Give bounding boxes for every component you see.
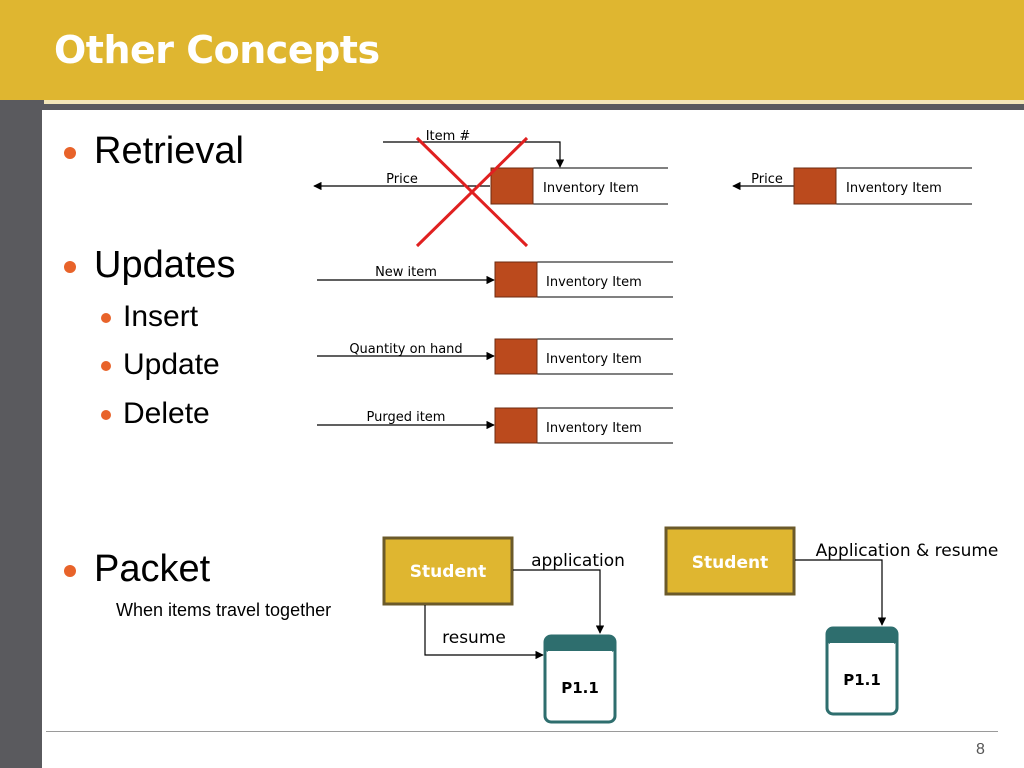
slide-header [0, 0, 1024, 100]
left-sidebar-bar [0, 108, 42, 768]
packet-combined-diagram: Student Application & resume P1.1 [664, 526, 999, 716]
store-id-box [494, 338, 538, 375]
resume-label: resume [442, 628, 506, 648]
new-item-label: New item [375, 265, 437, 280]
data-store-inventory: Inventory Item [494, 407, 673, 444]
item-number-flow [383, 141, 565, 168]
bullet-label: Update [123, 348, 220, 381]
data-store-inventory: Inventory Item [494, 338, 673, 375]
process-header [545, 636, 615, 652]
student-entity [664, 526, 796, 596]
price-label: Price [751, 172, 783, 187]
price-label: Price [386, 172, 418, 187]
process-header [827, 628, 897, 644]
footer-divider [46, 731, 998, 732]
application-resume-label: Application & resume [816, 541, 999, 561]
resume-flow [424, 605, 544, 660]
bullet-dot [64, 261, 76, 273]
update-diagram: Quantity on hand Inventory Item [317, 338, 673, 375]
store-label: Inventory Item [546, 275, 642, 290]
insert-diagram: New item Inventory Item [317, 261, 673, 298]
data-store-inventory: Inventory Item [490, 167, 668, 205]
application-resume-flow [795, 559, 887, 626]
page-number: 8 [976, 741, 985, 758]
item-number-label: Item # [426, 129, 471, 144]
process-box: P1.1 [543, 634, 617, 724]
student-entity [382, 536, 514, 606]
packet-separate-diagram: Student application resume P1.1 [382, 536, 625, 724]
packet-note: When items travel together [116, 600, 332, 620]
student-entity-label: Student [692, 553, 768, 573]
store-label: Inventory Item [846, 181, 942, 196]
delete-diagram: Purged item Inventory Item [317, 407, 673, 444]
purged-item-label: Purged item [367, 410, 446, 425]
bullet-label: Packet [94, 548, 211, 590]
bullet-label: Retrieval [94, 130, 244, 172]
store-id-box [494, 407, 538, 444]
student-entity-label: Student [410, 562, 486, 582]
bullet-dot [101, 410, 111, 420]
x-mark-icon [415, 136, 529, 248]
data-store-inventory: Inventory Item [494, 261, 673, 298]
process-box: P1.1 [825, 626, 899, 716]
store-id-box [494, 261, 538, 298]
retrieval-correct-diagram: Price Inventory Item [732, 167, 972, 205]
quantity-label: Quantity on hand [349, 342, 462, 357]
store-label: Inventory Item [543, 181, 639, 196]
bullet-dot [64, 147, 76, 159]
application-label: application [531, 551, 625, 571]
bullet-label: Delete [123, 397, 210, 430]
data-store-inventory: Inventory Item [793, 167, 972, 205]
retrieval-crossed-diagram: Item # Price Inventory Item [313, 129, 668, 248]
bullet-dot [101, 361, 111, 371]
bullet-dot [64, 565, 76, 577]
header-divider [0, 100, 1024, 110]
bullet-label: Insert [123, 300, 199, 333]
application-flow [513, 569, 605, 634]
header-highlight [44, 100, 1024, 104]
bullet-label: Updates [94, 244, 236, 286]
slide-title: Other Concepts [54, 28, 380, 72]
store-label: Inventory Item [546, 421, 642, 436]
store-id-box [793, 167, 837, 205]
bullet-dot [101, 313, 111, 323]
store-id-box [490, 167, 534, 205]
store-label: Inventory Item [546, 352, 642, 367]
process-label: P1.1 [843, 671, 881, 689]
process-label: P1.1 [561, 679, 599, 697]
